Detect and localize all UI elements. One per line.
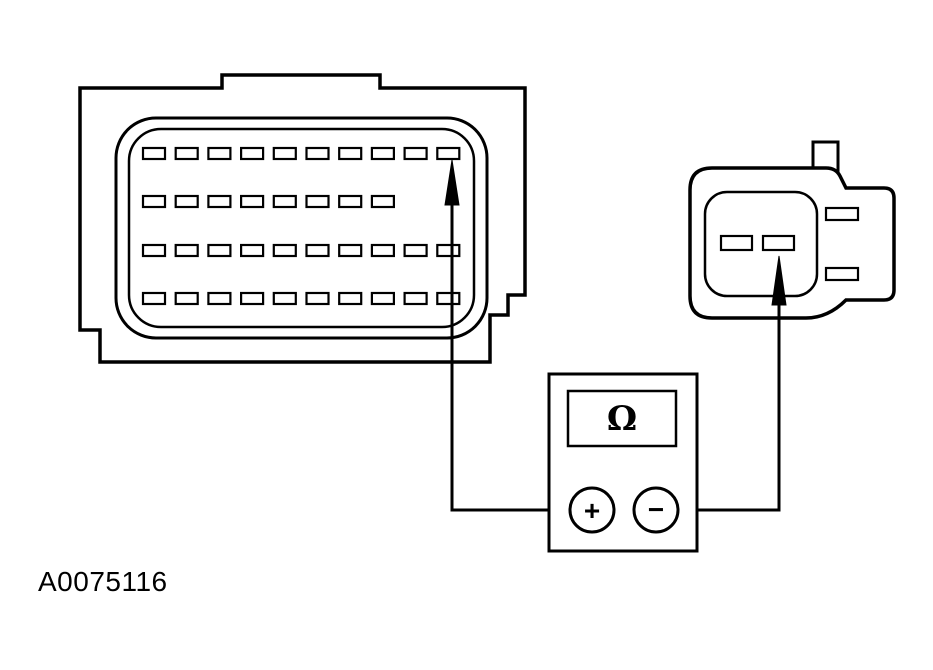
negative-terminal-label: − — [648, 494, 664, 525]
positive-probe-tip — [444, 159, 460, 206]
pin-cavity — [436, 243, 461, 258]
pin-cavity — [174, 243, 199, 258]
pin-cavity — [305, 146, 330, 161]
positive-terminal — [568, 486, 616, 534]
pin-cavity — [207, 146, 232, 161]
small-connector-face — [703, 190, 819, 298]
pin-cavity — [338, 291, 363, 306]
large-connector-inner-face — [127, 127, 476, 329]
small-connector-side-pin — [824, 206, 860, 222]
pin-cavity — [338, 146, 363, 161]
pin-cavity — [272, 194, 297, 209]
large-connector-housing — [78, 73, 527, 364]
pin-cavity — [338, 194, 363, 209]
pin-cavity — [240, 291, 265, 306]
pin-cavity — [403, 291, 428, 306]
ohmmeter-display — [566, 389, 678, 448]
small-connector-pin — [761, 234, 796, 252]
pin-cavity — [403, 243, 428, 258]
pin-cavity — [272, 243, 297, 258]
pin-cavity — [207, 194, 232, 209]
pin-cavity — [141, 146, 167, 161]
pin-cavity — [272, 291, 297, 306]
large-connector-outer-face — [114, 116, 489, 340]
pin-cavity — [207, 243, 232, 258]
large-connector-pin-cavities — [141, 146, 461, 306]
pin-cavity — [240, 146, 265, 161]
pin-cavity — [174, 291, 199, 306]
pin-cavity — [370, 194, 395, 209]
pin-cavity — [305, 243, 330, 258]
pin-cavity — [174, 146, 199, 161]
pin-cavity — [305, 291, 330, 306]
pin-cavity — [141, 194, 167, 209]
positive-terminal-label: + — [584, 495, 600, 526]
pin-cavity — [240, 194, 265, 209]
pin-cavity — [436, 291, 461, 306]
pin-cavity — [207, 291, 232, 306]
figure-reference-number: A0075116 — [38, 566, 168, 597]
pin-cavity — [141, 243, 167, 258]
positive-probe-wire — [450, 205, 568, 512]
pin-cavity — [403, 146, 428, 161]
pin-cavity — [338, 243, 363, 258]
pin-cavity — [272, 146, 297, 161]
pin-cavity — [370, 243, 395, 258]
pin-cavity — [436, 146, 461, 161]
pin-cavity — [174, 194, 199, 209]
pin-cavity — [240, 243, 265, 258]
negative-terminal — [632, 486, 680, 534]
ohm-symbol: Ω — [607, 399, 637, 439]
small-connector-side-pin — [824, 266, 860, 282]
small-connector-pin — [719, 234, 754, 252]
negative-probe-wire — [680, 305, 781, 512]
pin-cavity — [141, 291, 167, 306]
pin-cavity — [305, 194, 330, 209]
negative-probe-tip — [771, 255, 787, 306]
pin-cavity — [370, 291, 395, 306]
pin-cavity — [370, 146, 395, 161]
